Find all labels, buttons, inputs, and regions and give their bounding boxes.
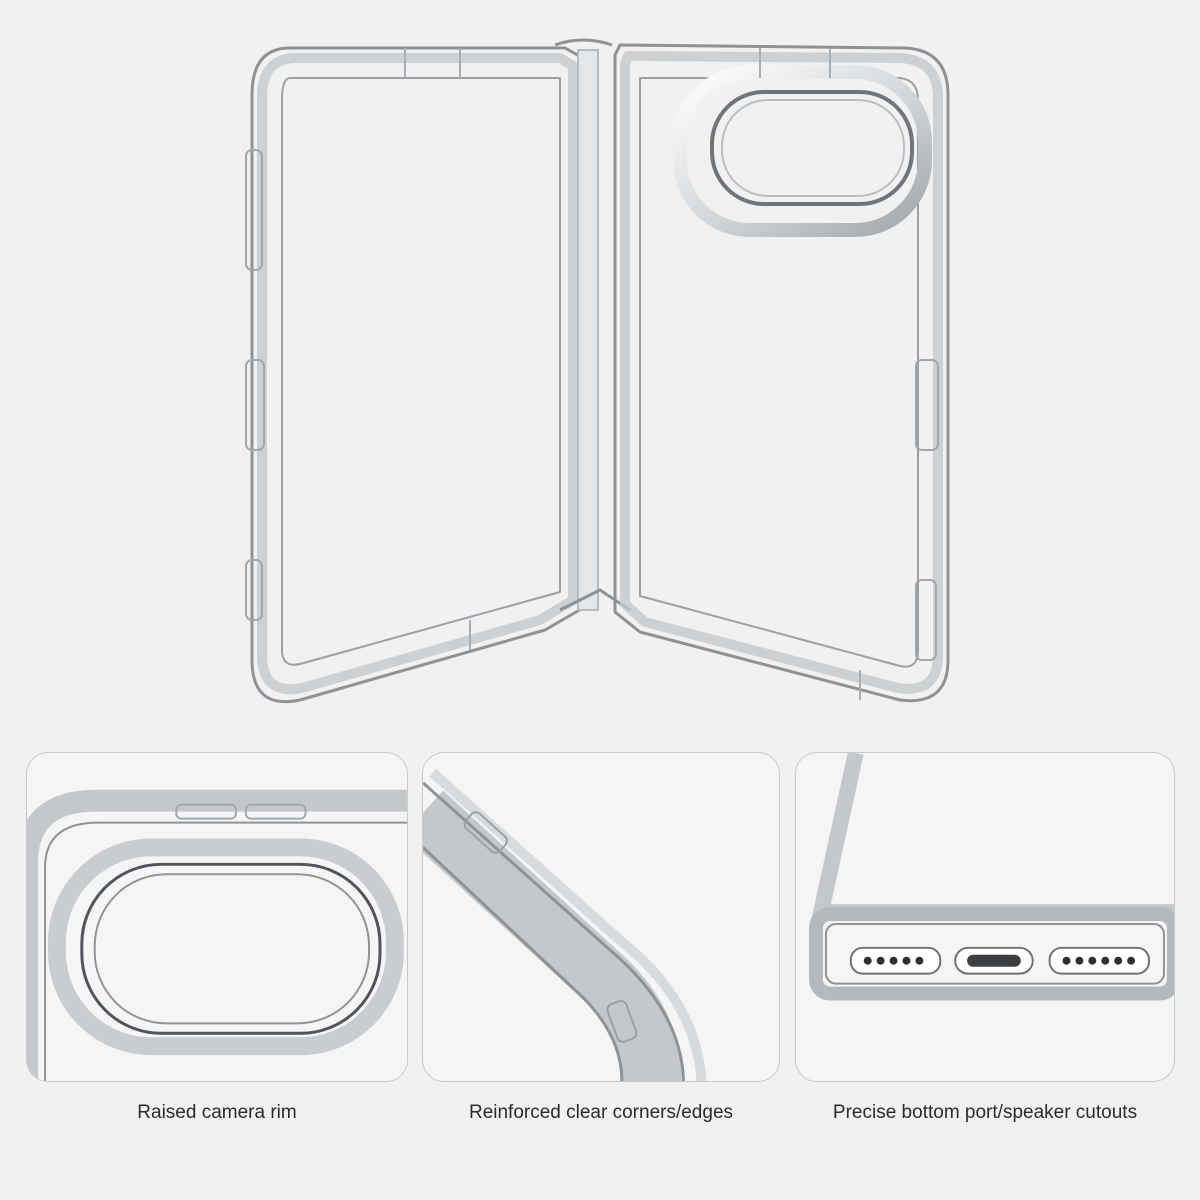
corner-closeup — [423, 769, 707, 1081]
bottom-ports-closeup — [809, 753, 1174, 1001]
hero-case-image — [245, 38, 950, 704]
caption-camera-rim: Raised camera rim — [137, 1102, 297, 1123]
folding-case-illustration — [245, 38, 950, 704]
case-hinge — [554, 38, 631, 612]
caption-ports: Precise bottom port/speaker cutouts — [832, 1102, 1138, 1123]
speaker-cutout-right — [1048, 946, 1150, 975]
case-left-half — [245, 46, 585, 704]
detail-panel-corners — [422, 752, 780, 1082]
caption-corners: Reinforced clear corners/edges — [468, 1102, 734, 1123]
case-right-half — [613, 43, 950, 703]
detail-panel-ports — [795, 752, 1175, 1082]
detail-panel-camera — [26, 752, 408, 1082]
camera-rim-closeup — [27, 789, 407, 1081]
